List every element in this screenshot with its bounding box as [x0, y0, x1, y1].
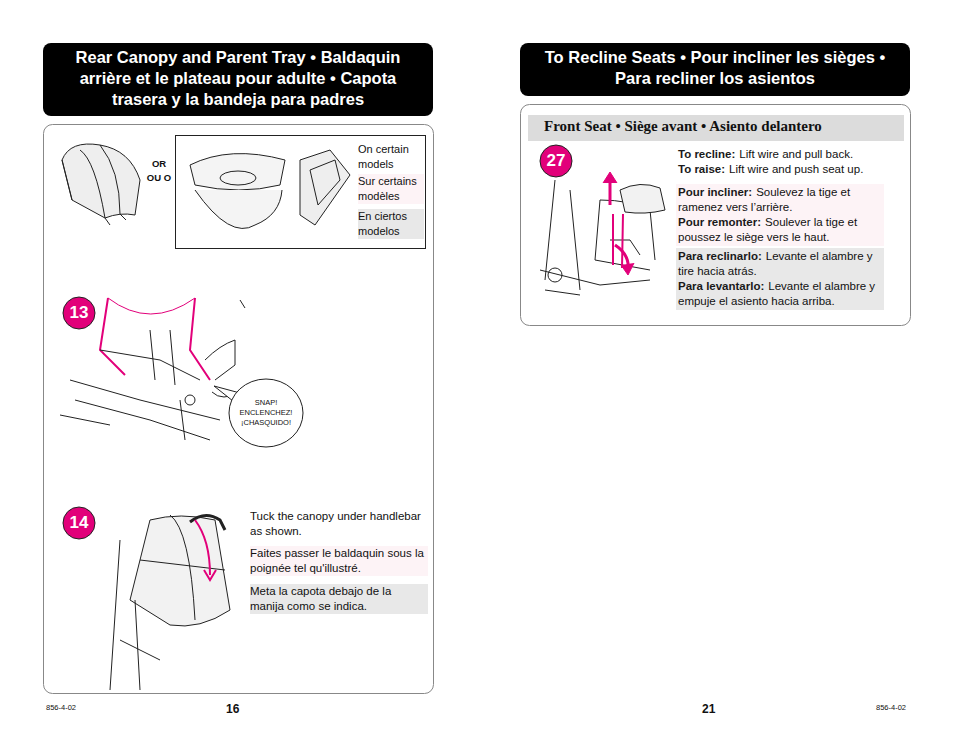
header-band: To Recline Seats • Pour incliner les siè…: [520, 43, 910, 96]
label: 856-4-02: [46, 703, 106, 712]
section-band: Front Seat • Siège avant • Asiento delan…: [528, 115, 904, 141]
instruction-block: To recline: Lift wire and pull back. To ra…: [676, 146, 884, 178]
stroller-drawing: [110, 515, 230, 690]
canopy-drawing: [62, 144, 140, 225]
instruction-block: Para reclinarlo:Levante el alambre y tir…: [676, 248, 884, 310]
instruction-keyword: Pour remonter:: [678, 216, 761, 228]
node-text: En ciertos modelos: [358, 209, 424, 239]
callout-number: 14: [62, 506, 96, 540]
callout-number: 27: [539, 144, 573, 178]
panel-outline: [44, 125, 434, 694]
instruction-line: Para reclinarlo:Levante el alambre y tir…: [678, 249, 882, 279]
parent-tray-drawing: [190, 150, 350, 228]
instruction-line: To raise: Lift wire and push seat up.: [678, 162, 882, 177]
node-text: On certain models: [358, 142, 424, 172]
instruction-keyword: Para reclinarlo:: [678, 250, 762, 262]
instruction-keyword: To raise:: [678, 163, 725, 175]
label: Faites passer le baldaquin sous la poign…: [250, 546, 428, 576]
label: 21: [702, 702, 732, 716]
instruction-block: Pour incliner:Soulevez la tige et ramene…: [676, 184, 884, 246]
step-circle: 27: [539, 144, 573, 178]
label: OR OU O: [146, 157, 172, 185]
label: 856-4-02: [876, 703, 936, 712]
instruction-line: Pour incliner:Soulevez la tige et ramene…: [678, 185, 882, 215]
instruction-line: Pour remonter:Soulever la tige et pousse…: [678, 215, 882, 245]
instruction-keyword: Pour incliner:: [678, 186, 752, 198]
label: 16: [226, 702, 256, 716]
step-circle: 13: [62, 296, 96, 330]
label: Tuck the canopy under handlebar as shown…: [250, 509, 428, 539]
callout-number: 13: [62, 296, 96, 330]
instruction-keyword: To recline:: [678, 148, 735, 160]
seat-drawing: [540, 172, 665, 295]
node-text: Rear Canopy and Parent Tray • Baldaquin …: [43, 43, 433, 113]
panel-outline: [521, 105, 911, 326]
instruction-line: Para levantarlo:Levante el alambre y emp…: [678, 279, 882, 309]
instruction-text: Lift wire and push seat up.: [729, 163, 863, 175]
instruction-line: To recline: Lift wire and pull back.: [678, 147, 882, 162]
snap-bubble: SNAP! ENCLENCHEZ! ¡CHASQUIDO!: [228, 378, 304, 448]
step-circle: 14: [62, 506, 96, 540]
instruction-keyword: Para levantarlo:: [678, 280, 764, 292]
instruction-text: Lift wire and pull back.: [739, 148, 853, 160]
node-text: Sur certains modèles: [358, 174, 424, 204]
node-text: To Recline Seats • Pour incliner les siè…: [520, 43, 910, 93]
node-text: SNAP! ENCLENCHEZ! ¡CHASQUIDO!: [234, 378, 298, 448]
label: Meta la capota debajo de la manija como …: [250, 584, 428, 614]
header-band: Rear Canopy and Parent Tray • Baldaquin …: [43, 43, 433, 116]
inset-box: On certain modelsSur certains modèles En …: [175, 135, 426, 249]
node-text: Front Seat • Siège avant • Asiento delan…: [528, 115, 904, 138]
